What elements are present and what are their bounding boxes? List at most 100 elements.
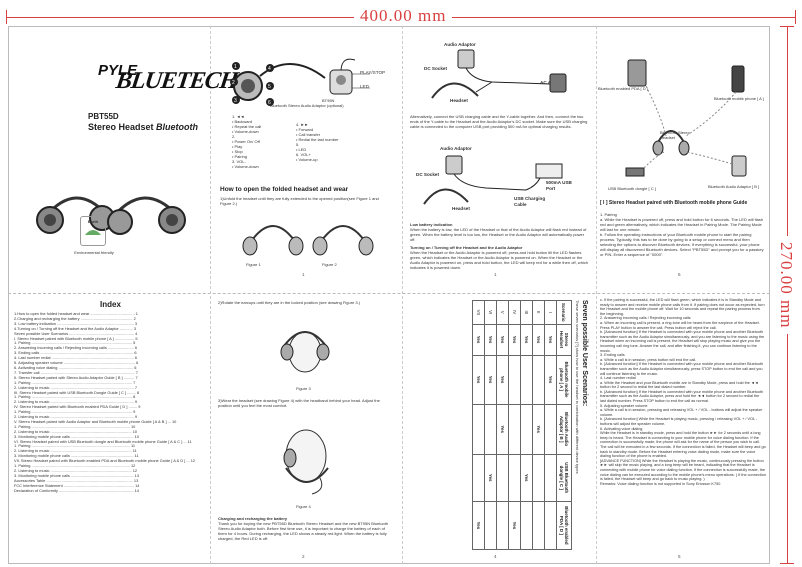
instruction-item: 3. Ending calls (600, 353, 625, 358)
svg-text:2: 2 (232, 80, 235, 86)
index-entry: 3. Monitoring mobile phone calls .......… (14, 433, 139, 439)
fold-line-horizontal (8, 293, 770, 294)
instruction-item: b. [Advanced function] If the Headset is… (600, 362, 764, 376)
legend-item: • Redial the last number (296, 137, 339, 142)
brand-logo-top: PYLE (98, 62, 138, 79)
svg-text:4: 4 (268, 66, 271, 72)
figure-2-caption: Figure 2 (322, 262, 337, 267)
index-entry: 4. Last number redial ..................… (14, 355, 138, 361)
table-header-cell: Stereo Headset (556, 324, 572, 356)
figure-1-caption: Figure 1 (246, 262, 261, 267)
table-cell (520, 501, 533, 550)
headset-photo (36, 196, 186, 235)
page-number-5: 5 (678, 554, 681, 559)
index-entry: 2. Answering incoming calls / Rejecting … (14, 345, 138, 351)
index-entry: 1. Pairing .............................… (14, 409, 136, 415)
index-entry: 3. Monitoring mobile phone calls .......… (14, 472, 139, 478)
headset-label: Headset (450, 98, 468, 103)
instruction-item: b. [Advanced function] While the Headset… (600, 417, 758, 427)
index-entry: Seven possible User Scenarios ..........… (14, 330, 138, 336)
index-entry: 3. Low battery indication ..............… (14, 320, 138, 326)
instruction-item: a. While the Headset and your Bluetooth … (600, 380, 759, 390)
table-cell: Yes (520, 454, 533, 502)
headset-label-2: Headset (452, 206, 470, 211)
instruction-item: a. While a call is in session, press but… (600, 357, 697, 362)
index-entry: Declaration of Conformity ..............… (14, 487, 139, 493)
page-wearing: 2)Rotate the earcups until they are in t… (210, 294, 402, 564)
instruction-item: b. Follow the operating instructions of … (600, 232, 764, 257)
table-cell: Yes (484, 324, 497, 356)
ac-charging-diagram (431, 49, 567, 99)
scenarios-rotated: Seven possible User Scenarios: These sev… (472, 300, 588, 550)
height-dimension: 270.00 mm (772, 26, 802, 564)
index-entry: 2. Listening to music ..................… (14, 448, 137, 454)
index-entry: V. Stereo Headset paired with Audio Adap… (14, 418, 177, 424)
index-page: Index 1.How to open the folded headset a… (8, 294, 210, 564)
legend-item: 2. (232, 134, 236, 139)
instruction-item: 1. Pairing (600, 212, 617, 217)
table-cell (532, 454, 545, 502)
index-entry: 2. Listening to music ..................… (14, 468, 138, 473)
wear-heading: How to open the folded headset and wear (220, 186, 349, 193)
table-cell: Yes (508, 501, 521, 550)
legend-item: • Volume-down (232, 129, 259, 134)
svg-text:6: 6 (268, 100, 271, 106)
index-entry: 4.Turning on / Turning off the Headset a… (14, 325, 136, 331)
table-cell (544, 454, 557, 502)
page-controls: 1 2 3 4 5 6 PLAY/STOP LED BT95N Bluetoot… (210, 26, 402, 293)
table-cell: Yes (496, 324, 509, 356)
cover-panel: PYLE BLUETECH PBT55D Stereo Headset Blue… (8, 26, 239, 293)
dongle-label: USB Bluetooth dongle [ C ] (608, 186, 656, 191)
legend-item: • Pairing (232, 154, 247, 159)
index-entry: 2. Listening to music ..................… (14, 428, 138, 434)
index-entry: 1. Pairing .............................… (14, 394, 136, 400)
instruction-item: b. [Advanced function] If the Headset is… (600, 389, 764, 404)
audio-adaptor-device-label: Bluetooth Audio Adaptor [ B ] (708, 184, 760, 189)
page-number-3: 1 (494, 272, 497, 277)
index-entry: 6. Activating voice dialing ............… (14, 364, 137, 370)
index-entry: II. Stereo Headset paired with Stereo Au… (14, 374, 138, 380)
model-number: PBT55D (88, 112, 119, 121)
usb-cable-label: USB Charging Cable (514, 196, 546, 207)
instruction-item: c. If the pairing is successful, the LED… (600, 298, 765, 316)
figure-4-drawing (283, 429, 329, 495)
adaptor-caption-1: BT95N (322, 98, 335, 103)
figure-3-caption: Figure 3 (296, 386, 311, 391)
table-cell: Yes (496, 355, 509, 405)
page-call-functions: c. If the pairing is successful, the LED… (596, 294, 770, 564)
usb-port-label: 500mA USB Port (546, 180, 572, 191)
index-entry: 1. Pairing .............................… (14, 463, 136, 469)
legend-item: 3. VOL- (232, 159, 246, 164)
table-cell: VI (484, 300, 497, 325)
index-entry: FCC Interference Statement .............… (14, 482, 140, 488)
height-dimension-label: 270.00 mm (777, 236, 796, 335)
index-entry: 1. Pairing .............................… (14, 443, 136, 449)
index-entry: 2. Listening to music ..................… (14, 399, 138, 405)
legend-item: • Power On/ Off (232, 139, 260, 144)
legend-item: • Volume-up (296, 157, 318, 162)
legend-item: • Backward (232, 119, 253, 124)
table-cell: Yes (472, 355, 485, 405)
pda-label: Bluetooth enabled PDA [ D ] (598, 86, 648, 91)
index-entry: VI. Stereo Headset paired with USB Bluet… (14, 438, 192, 444)
table-cell: II (532, 300, 545, 325)
instruction-item: Remarks: Voice dialing function is not s… (600, 481, 721, 486)
wear-step-1: 1)Unfold the headset until they are full… (220, 196, 379, 206)
table-cell: Yes (472, 324, 485, 356)
legend-item: 5. (296, 142, 300, 147)
index-entry: 5. Adjusting speaker volume ............… (14, 360, 139, 366)
table-cell (532, 355, 545, 405)
audio-adaptor-label-2: Audio Adaptor (440, 146, 472, 151)
instruction-item: 2. Answering incoming calls / Rejecting … (600, 316, 691, 321)
audio-adaptor-label: Audio Adaptor (444, 42, 476, 47)
index-entry: 3. Monitoring mobile phone calls .......… (14, 453, 139, 459)
index-entry: Accessories Table ......................… (14, 477, 139, 483)
index-entry: 2. Listening to music ..................… (14, 414, 138, 420)
index-entry: 3. Ending calls ........................… (14, 350, 137, 356)
table-cell: III (520, 300, 533, 325)
instruction-item: While the Headset is in standby mode, pr… (600, 431, 766, 459)
table-cell: IV (508, 300, 521, 325)
